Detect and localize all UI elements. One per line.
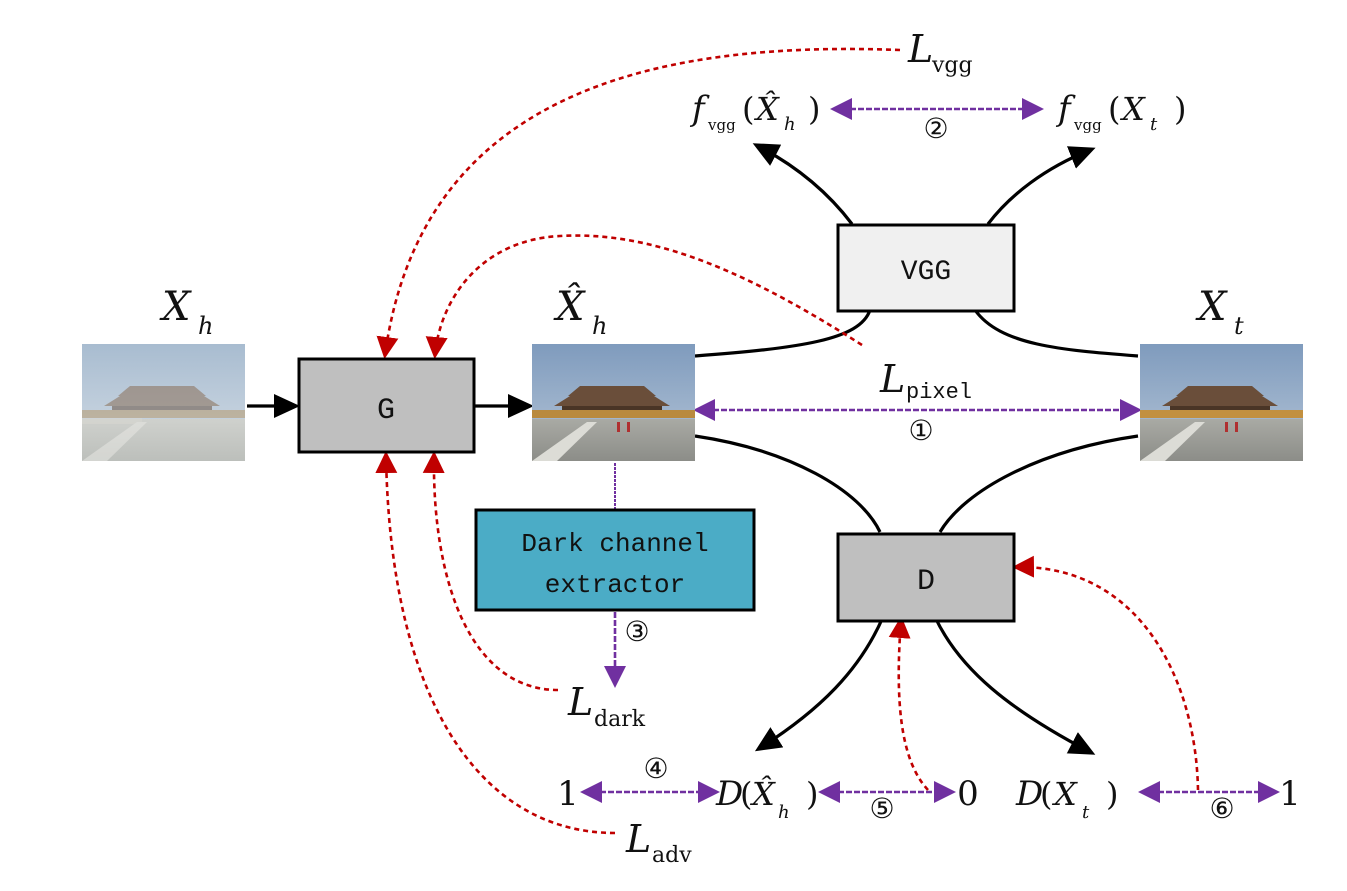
f-vgg-t-label: f vgg ( X t ) <box>1055 89 1186 135</box>
loss-dark-main: L <box>567 680 593 724</box>
d-hat-arg-sub: h <box>778 802 790 823</box>
f-vgg-hat-func-sub: vgg <box>707 116 736 134</box>
generator-label: G <box>377 394 395 428</box>
d-hat-arg: X̂ <box>749 775 776 813</box>
f-vgg-hat-func: f <box>689 89 710 129</box>
target-label-sub: t <box>1234 312 1244 340</box>
loss-vgg-sub: vgg <box>931 53 973 78</box>
arrow-d-to-dhat <box>754 616 885 752</box>
hazy-image-label: X h <box>159 284 213 340</box>
feedback-lpixel-to-g <box>425 234 863 359</box>
loss-compare-arrows <box>580 98 1280 803</box>
target-image-label: X t <box>1195 284 1244 340</box>
real-target-one: 1 <box>1279 774 1301 814</box>
loss-feedback-arrows <box>375 47 1200 835</box>
loss-pixel-sub: pixel <box>906 380 972 405</box>
marker-4: ④ <box>643 752 668 785</box>
dark-channel-label-line2: extractor <box>545 570 685 600</box>
marker-2: ② <box>923 112 948 145</box>
d-t-close-paren: ) <box>1106 775 1118 813</box>
curve-dehazed-to-d <box>694 434 882 533</box>
loss-dark-label: L dark <box>567 680 646 732</box>
target-image <box>1140 344 1303 461</box>
feedback-fake-to-d <box>888 616 929 791</box>
loss-vgg-label: L vgg <box>907 27 973 78</box>
f-vgg-t-func-sub: vgg <box>1073 116 1102 134</box>
d-t-open-paren: ( <box>1040 775 1052 813</box>
fake-target-zero: 0 <box>957 774 979 814</box>
marker-1: ① <box>908 414 933 447</box>
loss-dark-sub: dark <box>594 707 646 732</box>
dark-channel-label-line1: Dark channel <box>521 529 708 559</box>
d-hat-close-paren: ) <box>806 775 818 813</box>
f-vgg-hat-label: f vgg ( X̂ h ) <box>689 89 820 135</box>
arrow-vgg-to-fvgg-hat <box>752 143 854 225</box>
dark-channel-block: Dark channel extractor <box>474 508 756 612</box>
d-t-arg-sub: t <box>1082 802 1090 823</box>
marker-3: ③ <box>624 615 649 648</box>
discriminator-block: D <box>836 532 1016 623</box>
generator-block: G <box>297 357 476 454</box>
hazy-label-main: X <box>159 284 192 330</box>
f-vgg-t-arg: X <box>1119 90 1146 128</box>
feedback-real-to-d <box>1012 555 1200 791</box>
f-vgg-t-arg-sub: t <box>1150 114 1158 135</box>
loss-adv-sub: adv <box>652 843 692 868</box>
hazy-image <box>82 344 245 461</box>
f-vgg-t-close-paren: ) <box>1174 90 1186 128</box>
dehazed-image-label: X̂ h <box>553 284 607 340</box>
curve-target-to-vgg <box>973 309 1139 358</box>
loss-adv-label: L adv <box>625 817 692 868</box>
feedback-lvgg-to-g <box>376 47 901 359</box>
vgg-label: VGG <box>901 257 951 288</box>
d-t-arg: X <box>1051 775 1078 813</box>
discriminator-label: D <box>917 565 935 599</box>
d-t-label: D ( X t ) <box>1015 774 1118 823</box>
d-hat-open-paren: ( <box>740 775 752 813</box>
loss-adv-main: L <box>625 817 651 861</box>
target-label-main: X <box>1195 284 1228 330</box>
flow-arrows <box>247 143 1139 755</box>
curve-target-to-d <box>938 434 1139 533</box>
marker-5: ⑤ <box>869 792 894 825</box>
f-vgg-t-open-paren: ( <box>1108 90 1120 128</box>
d-hat-label: D ( X̂ h ) <box>715 774 818 823</box>
loss-pixel-main: L <box>879 357 905 401</box>
f-vgg-hat-close-paren: ) <box>808 90 820 128</box>
arrow-d-to-dt <box>933 616 1096 755</box>
loss-vgg-main: L <box>907 27 933 71</box>
dehazed-image <box>532 344 695 461</box>
f-vgg-hat-open-paren: ( <box>742 90 754 128</box>
arrow-vgg-to-fvgg-t <box>986 146 1096 225</box>
d-hat-func: D <box>715 774 743 814</box>
hazy-label-sub: h <box>198 312 213 340</box>
dehazed-label-main: X̂ <box>553 284 586 330</box>
loss-pixel-label: L pixel <box>879 357 972 405</box>
f-vgg-hat-arg: X̂ <box>753 90 780 128</box>
dehazed-label-sub: h <box>592 312 607 340</box>
vgg-block: VGG <box>836 223 1016 313</box>
f-vgg-t-func: f <box>1055 89 1076 129</box>
f-vgg-hat-arg-sub: h <box>784 114 796 135</box>
feedback-ldark-to-g <box>422 451 559 692</box>
curve-dehazed-to-vgg <box>694 309 872 358</box>
marker-6: ⑥ <box>1209 792 1234 825</box>
adv-target-one: 1 <box>557 774 579 814</box>
feedback-ladv-to-g <box>375 451 616 835</box>
d-t-func: D <box>1015 774 1043 814</box>
